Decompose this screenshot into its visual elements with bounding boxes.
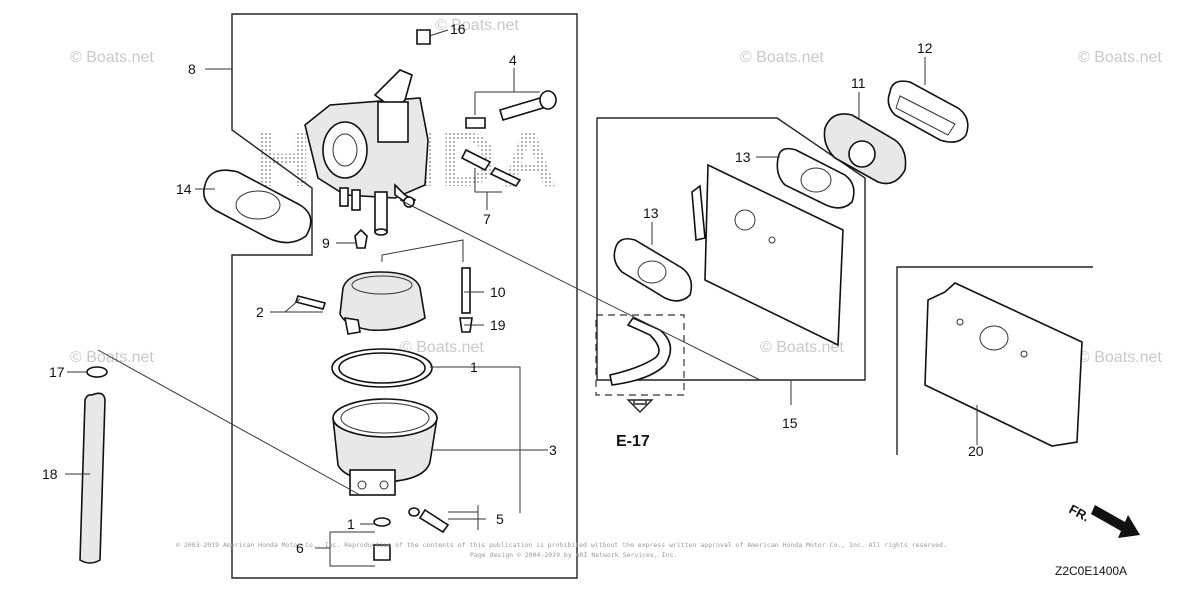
callout-1-lower: 1 (347, 516, 355, 532)
reference-arrow (626, 399, 654, 413)
o-ring-small (408, 507, 420, 517)
callout-17: 17 (49, 364, 65, 380)
callout-13-lower: 13 (643, 205, 659, 221)
callout-19: 19 (490, 317, 506, 333)
copyright-line-2: Page design © 2004-2019 by ARI Network S… (470, 551, 677, 559)
carburetor-assembly-frame (231, 13, 578, 579)
carburetor-body (304, 69, 429, 236)
air-cleaner-plate (704, 163, 844, 347)
fuel-tube (79, 392, 106, 564)
front-direction-indicator: FR. (1067, 501, 1140, 538)
watermark-text: © Boats.net (435, 17, 519, 34)
float-bowl (332, 398, 438, 496)
watermark-text: © Boats.net (1078, 349, 1162, 366)
breather-tube (609, 317, 672, 386)
tube-clip (86, 366, 108, 378)
callout-10: 10 (490, 284, 506, 300)
callout-18: 18 (42, 466, 58, 482)
gasket-12 (887, 80, 969, 143)
callout-8: 8 (188, 61, 196, 77)
callout-numbers: 1 2 3 4 5 6 7 8 9 10 11 12 13 13 14 15 1… (42, 21, 984, 556)
air-cleaner-frame (596, 117, 866, 381)
callout-7: 7 (483, 211, 491, 227)
insulator-gasket (202, 169, 312, 244)
callout-9: 9 (322, 235, 330, 251)
callout-2: 2 (256, 304, 264, 320)
watermark-text: © Boats.net (400, 339, 484, 356)
callout-12: 12 (917, 40, 933, 56)
watermark-text: © Boats.net (1078, 49, 1162, 66)
bolt-16 (416, 29, 431, 45)
gasket-20 (924, 282, 1083, 447)
front-direction-label: FR. (1067, 501, 1093, 524)
drain-screw (418, 508, 450, 534)
callout-1: 1 (470, 359, 478, 375)
callout-14: 14 (176, 181, 192, 197)
callout-15: 15 (782, 415, 798, 431)
callout-16: 16 (450, 21, 466, 37)
leader-lines (65, 29, 978, 567)
callout-11: 11 (851, 75, 866, 91)
watermark-text: © Boats.net (70, 49, 154, 66)
nozzle (461, 267, 471, 314)
gasket-13-lower (613, 237, 693, 302)
float-assembly (339, 271, 426, 335)
callout-13-upper: 13 (735, 149, 751, 165)
main-jet (354, 228, 368, 249)
screw-set-7 (460, 148, 522, 188)
diagram-code: Z2C0E1400A (1055, 564, 1127, 578)
callout-20: 20 (968, 443, 984, 459)
watermark-text: © Boats.net (760, 339, 844, 356)
callout-4: 4 (509, 52, 517, 68)
watermark-text: © Boats.net (740, 49, 824, 66)
reference-label: E-17 (616, 433, 650, 450)
screw-set-4 (465, 90, 557, 129)
drain-bolt (373, 544, 391, 561)
float-bowl-gasket (331, 348, 433, 388)
float-pin (294, 295, 327, 310)
callout-5: 5 (496, 511, 504, 527)
callout-6: 6 (296, 540, 304, 556)
copyright-line-1: © 2003-2019 American Honda Motor Co., In… (176, 541, 947, 549)
gasket-20-frame (896, 266, 1093, 455)
washer (373, 517, 391, 527)
callout-3: 3 (549, 442, 557, 458)
gasket-13-upper (776, 147, 855, 209)
